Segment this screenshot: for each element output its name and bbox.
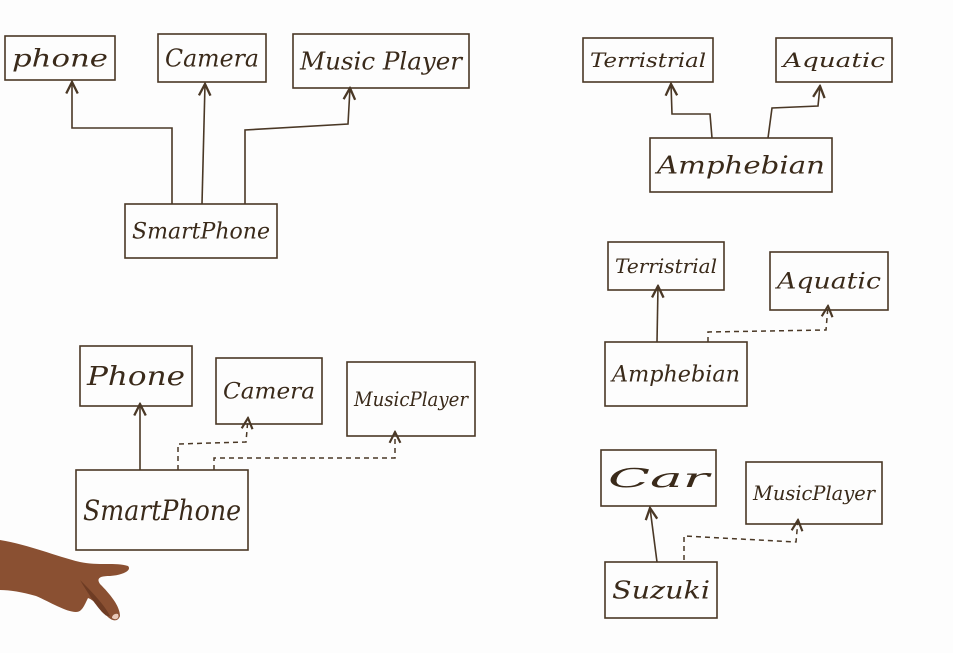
class-box-border [607,241,725,291]
class-box-amphebian-1: Amphebian [649,137,833,193]
class-box-label: Music Player [299,47,464,75]
edge-smartphone-2-to-musicplayer-2 [213,432,395,470]
class-box-label: phone [12,44,108,72]
class-box-border [79,345,193,407]
class-box-label: Phone [86,362,185,392]
class-box-border [604,561,718,619]
class-box-border [649,137,833,193]
edge-amphebian-2-to-aquatic-2 [707,306,828,342]
class-box-label: Suzuki [612,576,710,604]
class-box-border [346,361,476,437]
edge-smartphone-1-to-musicplayer-1 [244,88,350,204]
class-box-border [157,33,267,83]
class-box-label: Camera [223,380,315,405]
class-box-suzuki-1: Suzuki [604,561,718,619]
edge-smartphone-1-to-phone-1 [72,82,173,204]
presenter-hand [0,540,130,621]
class-box-border [775,37,893,83]
edge-smartphone-1-to-camera-1 [202,84,205,205]
edge-suzuki-1-to-car-1 [650,508,657,563]
class-box-label: SmartPhone [83,494,241,527]
class-box-label: Amphebian [610,363,740,388]
edge-amphebian-1-to-terristrial-1 [671,84,713,139]
class-box-label: Camera [165,44,259,72]
edge-amphebian-2-to-terristrial-2 [657,286,658,343]
class-box-border [604,341,748,407]
class-box-smartphone-1: SmartPhone [124,203,278,259]
edge-layer [72,82,828,563]
class-box-musicplayer-1: Music Player [292,33,470,89]
class-box-border [124,203,278,259]
class-box-label: MusicPlayer [752,481,876,505]
class-box-label: Aquatic [775,270,881,295]
class-box-musicplayer-3: MusicPlayer [745,461,883,525]
class-box-aquatic-2: Aquatic [769,251,889,311]
edge-smartphone-2-to-camera-2 [177,418,248,470]
class-box-amphebian-2: Amphebian [604,341,748,407]
class-box-smartphone-2: SmartPhone [75,469,249,551]
edge-amphebian-1-to-aquatic-1 [767,86,820,139]
class-box-label: Terristrial [615,254,717,278]
class-box-phone-2: Phone [79,345,193,407]
class-box-label: Car [608,464,712,494]
class-box-label: SmartPhone [132,220,270,245]
class-box-label: Terristrial [590,48,706,72]
class-box-border [582,37,714,83]
class-box-car-1: Car [600,449,717,507]
class-box-border [75,469,249,551]
class-box-border [769,251,889,311]
class-box-label: MusicPlayer [353,387,469,411]
class-box-terristrial-1: Terristrial [582,37,714,83]
class-box-phone-1: phone [4,35,116,81]
class-box-label: Amphebian [655,151,825,179]
class-box-border [215,357,323,425]
class-box-terristrial-2: Terristrial [607,241,725,291]
class-box-border [292,33,470,89]
class-box-camera-2: Camera [215,357,323,425]
class-box-aquatic-1: Aquatic [775,37,893,83]
class-box-musicplayer-2: MusicPlayer [346,361,476,437]
class-box-border [4,35,116,81]
class-box-label: Aquatic [780,48,885,72]
class-box-border [745,461,883,525]
class-box-camera-1: Camera [157,33,267,83]
edge-suzuki-1-to-musicplayer-3 [683,520,798,560]
class-box-border [600,449,717,507]
